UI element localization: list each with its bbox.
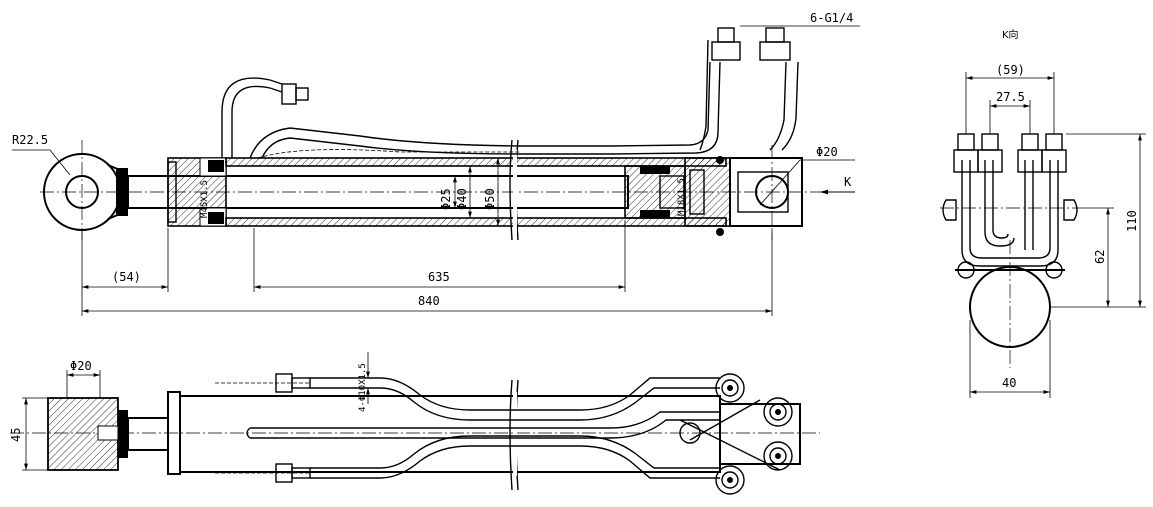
dim-side-base: 40 bbox=[1002, 376, 1016, 390]
front-pipes bbox=[221, 39, 799, 159]
top-fittings bbox=[275, 373, 311, 483]
dim-side-width: (59) bbox=[996, 63, 1025, 77]
dim-rod-thread: M45X1.5 bbox=[200, 180, 210, 218]
rod-eye-hole bbox=[65, 175, 99, 209]
tube-wall-bottom bbox=[225, 217, 727, 227]
dim-rod-dia: Φ25 bbox=[439, 188, 453, 210]
dim-overall: 840 bbox=[418, 294, 440, 308]
top-view: Φ20 45 4-Φ10X1.5 bbox=[9, 352, 820, 495]
clevis-pin-hole bbox=[755, 175, 789, 209]
dim-pipe-spec: 4-Φ10X1.5 bbox=[358, 363, 368, 412]
break-lines bbox=[509, 139, 519, 241]
diameter-dims bbox=[453, 158, 500, 226]
dim-radius-eye: R22.5 bbox=[12, 133, 48, 147]
dim-eye-offset: (54) bbox=[112, 270, 141, 284]
clevis bbox=[729, 157, 803, 227]
port-fittings bbox=[711, 27, 791, 61]
dim-small-thread: M18X1.5 bbox=[677, 178, 687, 216]
label-k: K bbox=[844, 175, 852, 189]
dim-side-height: 110 bbox=[1125, 210, 1139, 232]
dim-side-center: 62 bbox=[1093, 250, 1107, 264]
tube-wall-top bbox=[225, 157, 727, 167]
rod-eye-nut bbox=[116, 168, 128, 216]
side-fittings bbox=[953, 133, 1067, 173]
top-pipes bbox=[215, 377, 720, 479]
dim-pin-dia-bottom: Φ20 bbox=[70, 359, 92, 373]
top-port-fittings bbox=[679, 373, 793, 495]
dim-port-spec: 6-G1/4 bbox=[810, 11, 853, 25]
length-dims bbox=[81, 220, 773, 316]
end-cap bbox=[684, 157, 731, 227]
dim-bore-dia: Φ40 bbox=[455, 188, 469, 210]
side-view-k: K向 bbox=[940, 28, 1146, 398]
dim-eye-width: 45 bbox=[9, 428, 23, 442]
view-label-k: K向 bbox=[1002, 28, 1019, 41]
side-pipes bbox=[942, 160, 1078, 267]
dim-pin-dia-right: Φ20 bbox=[816, 145, 838, 159]
dim-side-pitch: 27.5 bbox=[996, 90, 1025, 104]
front-view: K R22.5 6-G1/4 Φ20 Φ25 Φ40 Φ50 M45X1.5 M… bbox=[12, 11, 860, 316]
dim-stroke: 635 bbox=[428, 270, 450, 284]
dim-tube-dia: Φ50 bbox=[483, 188, 497, 210]
